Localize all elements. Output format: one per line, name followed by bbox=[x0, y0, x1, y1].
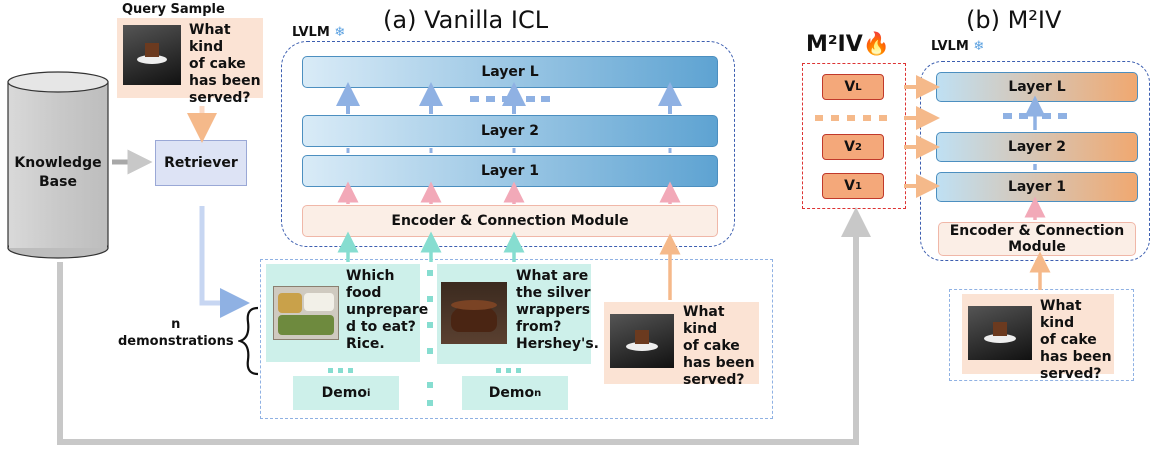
chocolate-cake-photo bbox=[441, 282, 507, 344]
lvlm-label-b: LVLM ❄ bbox=[931, 39, 985, 54]
retriever-box: Retriever bbox=[155, 140, 247, 186]
encoder-arrows-pink bbox=[337, 181, 681, 204]
query-sample-label: Query Sample bbox=[122, 2, 225, 17]
vector-ellipsis-dots bbox=[815, 115, 887, 121]
kb-to-m2iv-path bbox=[57, 207, 871, 445]
demonstrations-container bbox=[260, 259, 773, 419]
layer-arrows-short bbox=[346, 148, 672, 153]
cake-photo-b bbox=[968, 306, 1032, 360]
lvlm-label: LVLM ❄ bbox=[292, 25, 346, 40]
ellipsis-dots-b bbox=[1003, 113, 1067, 119]
ellipsis-dots-a bbox=[470, 96, 550, 102]
layer-2: Layer 2 bbox=[302, 115, 718, 147]
m2iv-badge: M²IV🔥 bbox=[806, 32, 891, 57]
food-tray-photo bbox=[273, 286, 339, 340]
cake-photo-vanilla bbox=[610, 314, 674, 368]
demo-arrows-teal bbox=[337, 231, 525, 262]
knowledge-base-cylinder bbox=[7, 71, 109, 259]
m2iv-title: (b) M²IV bbox=[966, 6, 1062, 34]
vanilla-icl-title: (a) Vanilla ICL bbox=[383, 6, 549, 34]
layer-arrows-blue bbox=[336, 82, 682, 114]
vector-arrows-orange bbox=[904, 75, 940, 198]
ellipsis-dots-demos bbox=[328, 270, 521, 406]
cake-photo bbox=[123, 25, 181, 85]
